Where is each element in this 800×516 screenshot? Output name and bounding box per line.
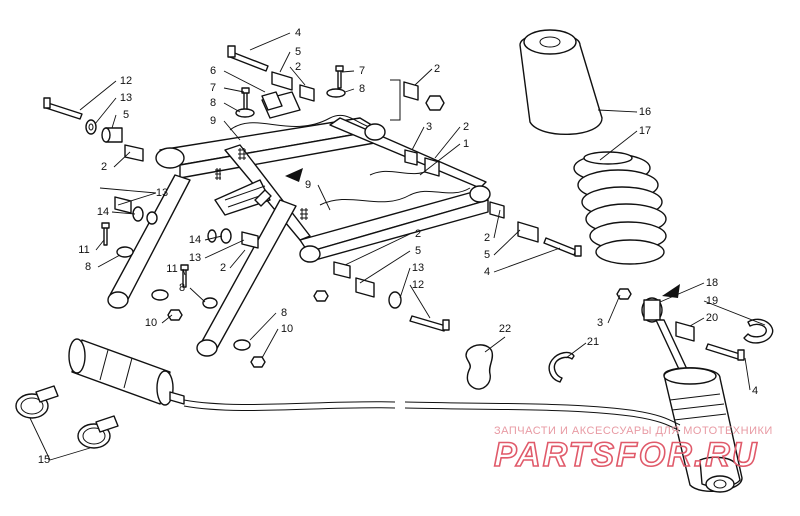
callout-c6: 6 (210, 65, 216, 77)
spring-cover (519, 29, 603, 136)
callout-c3b: 3 (597, 317, 603, 329)
callout-c15: 15 (38, 454, 50, 466)
callout-c18: 18 (706, 277, 718, 289)
callout-c2c: 2 (434, 63, 440, 75)
watermark-caption: ЗАПЧАСТИ И АКСЕССУАРЫ ДЛЯ МОТОТЕХНИКИ (494, 425, 773, 437)
callout-c5a: 5 (295, 46, 301, 58)
callout-c8e: 8 (281, 307, 287, 319)
callout-c4b: 4 (484, 266, 490, 278)
callout-c11a: 11 (78, 244, 89, 256)
bolts (43, 45, 745, 361)
callout-c1: 1 (463, 138, 469, 150)
coil-spring (573, 151, 667, 265)
callout-c13b: 13 (156, 187, 168, 199)
callout-c13d: 13 (412, 262, 424, 274)
callout-c2f: 2 (415, 228, 421, 240)
callout-c20: 20 (706, 312, 718, 324)
callout-c19: 19 (706, 295, 718, 307)
callout-c2b: 2 (101, 161, 107, 173)
callout-c9b: 9 (305, 179, 311, 191)
callout-c21: 21 (587, 336, 599, 348)
callout-c5b: 5 (123, 109, 129, 121)
callout-c5c: 5 (415, 245, 421, 257)
callout-c16: 16 (639, 106, 651, 118)
direction-arrows (285, 168, 680, 298)
clips (465, 318, 774, 390)
watermark-brand: PARTSFOR.RU (494, 436, 758, 474)
hose-clamps (15, 385, 119, 449)
callout-c8a: 8 (359, 83, 365, 95)
callout-c10a: 10 (145, 317, 157, 329)
callout-c4c: 4 (752, 385, 758, 397)
reservoir (68, 338, 681, 432)
callout-c8c: 8 (85, 261, 91, 273)
callout-c9a: 9 (210, 115, 216, 127)
callout-c13c: 13 (189, 252, 201, 264)
callout-c2a: 2 (295, 61, 301, 73)
watermark: ЗАПЧАСТИ И АКСЕССУАРЫ ДЛЯ МОТОТЕХНИКИ PA… (493, 425, 773, 475)
callout-c10b: 10 (281, 323, 293, 335)
callout-c5d: 5 (484, 249, 490, 261)
callout-c2g: 2 (484, 232, 490, 244)
callout-c17: 17 (639, 125, 651, 137)
callout-c7a: 7 (359, 65, 365, 77)
callout-c8d: 8 (179, 282, 185, 294)
callout-c12b: 12 (412, 279, 424, 291)
callout-c22: 22 (499, 323, 511, 335)
callout-c2e: 2 (220, 262, 226, 274)
callout-c13a: 13 (120, 92, 132, 104)
callout-c14a: 14 (97, 206, 109, 218)
leader-lines (29, 32, 766, 461)
left-arm (107, 174, 297, 357)
callout-c3a: 3 (426, 121, 432, 133)
callout-c11b: 11 (166, 263, 177, 275)
shock-absorber (641, 297, 743, 493)
callout-c4a: 4 (295, 27, 301, 39)
callout-c8b: 8 (210, 97, 216, 109)
callout-c14b: 14 (189, 234, 201, 246)
callout-c12a: 12 (120, 75, 132, 87)
callout-c2d: 2 (463, 121, 469, 133)
callout-c7b: 7 (210, 82, 216, 94)
bushings (101, 71, 695, 342)
